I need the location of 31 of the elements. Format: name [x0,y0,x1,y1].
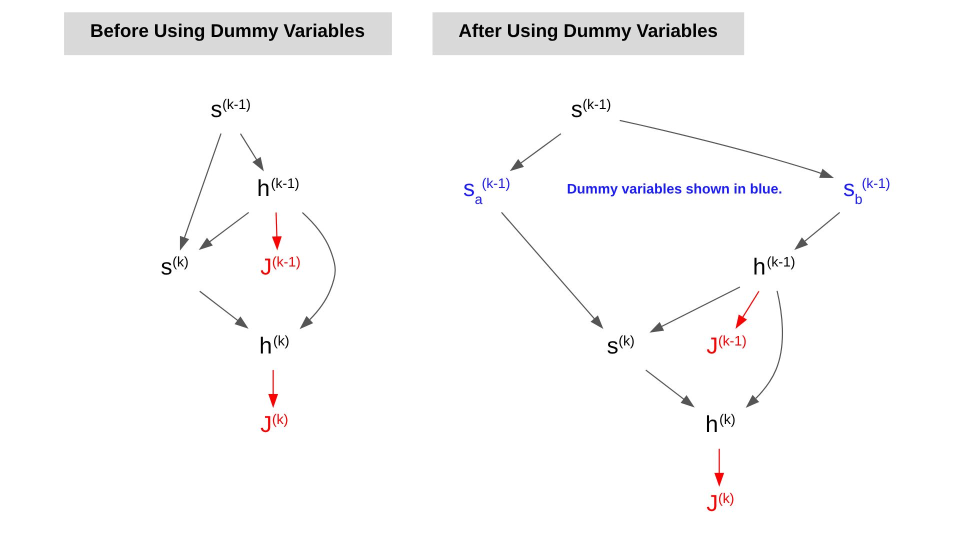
node-text: s$^{(k-1)}$ [210,96,251,122]
node-text: J$^{(k-1)}$ [706,332,747,358]
node-text: h$^{(k)}$ [705,411,736,438]
arrow [794,212,840,250]
arrow [199,290,249,329]
node-text: s$^{(k)}$ [160,254,189,280]
arrow [268,370,278,408]
label: Dummy variables shown in blue. [566,180,782,197]
node-box: After Using Dummy Variables [432,12,744,56]
arrow [198,212,250,250]
node-text: h$^{(k-1)}$ [256,174,300,201]
arrow [501,212,604,330]
arrow [240,133,264,172]
node-text: J$^{(k-1)}$ [260,254,301,280]
node-text: J$^{(k)}$ [706,490,734,516]
node-box: Before Using Dummy Variables [64,12,392,56]
arrow [649,286,740,333]
arrow [510,133,562,172]
node-text: h$^{(k-1)}$ [752,254,796,280]
node-text: h$^{(k)}$ [259,332,290,358]
arrow [736,290,760,329]
node-text: s$^{(k-1)}$ [570,96,612,122]
arrow [746,290,783,408]
arrow [180,133,222,251]
arrow [645,370,695,408]
arrow [620,120,834,178]
arrow [272,212,282,250]
arrow [714,448,724,487]
node-text: s$^{(k)}$ [606,332,635,358]
arrow [300,212,336,330]
node-text: J$^{(k)}$ [260,411,288,438]
